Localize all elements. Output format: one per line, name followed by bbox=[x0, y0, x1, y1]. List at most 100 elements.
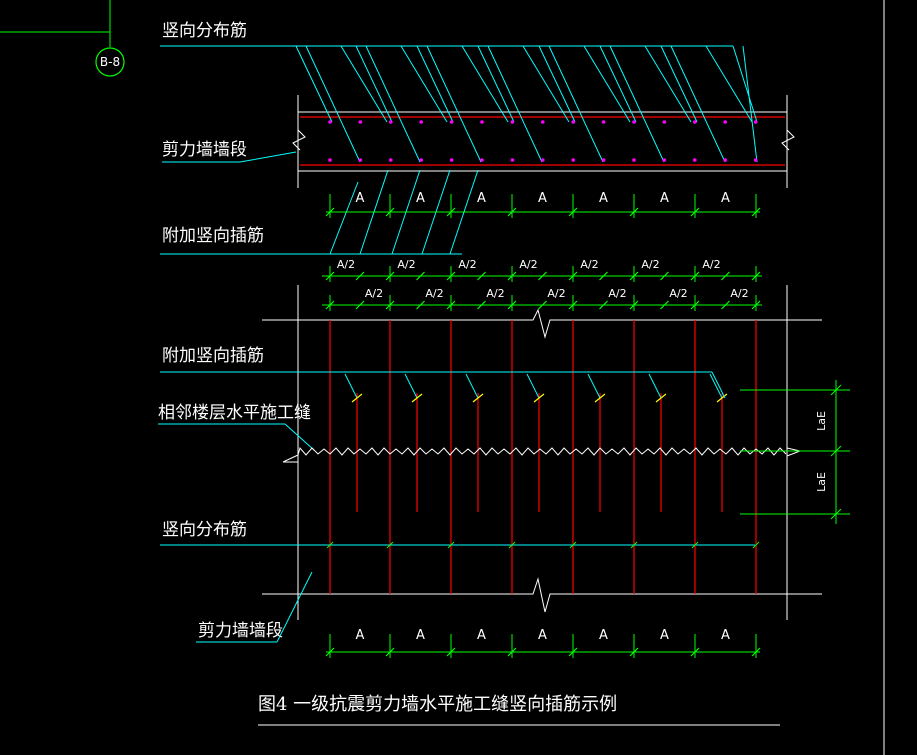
dim-tick bbox=[507, 300, 517, 310]
dim-tick bbox=[507, 207, 517, 217]
dim-laE-upper: LaE bbox=[815, 411, 828, 431]
label-additional-bar-top: 附加竖向插筋 bbox=[162, 226, 264, 246]
dim-tick bbox=[325, 271, 335, 281]
plan-leader bbox=[742, 45, 758, 163]
label-vertical-dist-bar-bottom: 竖向分布筋 bbox=[162, 520, 247, 540]
bar-dot bbox=[358, 120, 363, 124]
label-shear-wall-top: 剪力墙墙段 bbox=[162, 140, 247, 160]
dim-tick bbox=[416, 300, 425, 310]
plan-diagonal-leaders bbox=[295, 45, 758, 163]
tick bbox=[386, 541, 394, 549]
dim-tick bbox=[507, 271, 517, 281]
dim-tick bbox=[751, 647, 761, 657]
bar-dot bbox=[693, 158, 697, 162]
label-construction-joint: 相邻楼层水平施工缝 bbox=[158, 403, 311, 423]
dim-label-half: A/2 bbox=[458, 258, 476, 271]
dim-label-half: A/2 bbox=[669, 287, 687, 300]
dim-tick bbox=[751, 300, 761, 310]
plan-leader bbox=[295, 45, 333, 123]
dim-tick bbox=[385, 271, 395, 281]
bar-dot bbox=[753, 158, 758, 162]
bar-dot bbox=[541, 158, 545, 162]
hook-leader bbox=[344, 373, 358, 399]
dim-tick bbox=[325, 300, 335, 310]
dim-label: A bbox=[477, 628, 486, 643]
dim-label: A bbox=[721, 628, 730, 643]
plan-leader bbox=[340, 45, 388, 123]
label-additional-bar-bottom: 附加竖向插筋 bbox=[162, 346, 264, 366]
dim-tick bbox=[751, 271, 761, 281]
bar-dot bbox=[753, 120, 758, 124]
dim-label-half: A/2 bbox=[425, 287, 443, 300]
plan-leader bbox=[705, 45, 753, 123]
plan-leader bbox=[548, 45, 604, 163]
hook-leader bbox=[587, 373, 601, 399]
bar-dot bbox=[480, 120, 484, 124]
dim-label-half: A/2 bbox=[365, 287, 383, 300]
plan-leader bbox=[609, 45, 665, 163]
dim-tick bbox=[721, 300, 730, 310]
hook-tick bbox=[472, 393, 484, 403]
dim-label-half: A/2 bbox=[580, 258, 598, 271]
dim-label: A bbox=[599, 628, 608, 643]
dist-bar-ticks bbox=[326, 541, 760, 549]
dim-tick bbox=[568, 647, 578, 657]
dim-tick bbox=[629, 271, 639, 281]
dim-label-half: A/2 bbox=[486, 287, 504, 300]
dim-label-half: A/2 bbox=[702, 258, 720, 271]
plan-leader bbox=[400, 45, 448, 123]
dim-tick bbox=[690, 647, 700, 657]
hook-leader bbox=[526, 373, 540, 399]
plan-leader bbox=[660, 45, 698, 123]
bar-dot bbox=[571, 158, 575, 162]
construction-joint-line bbox=[297, 446, 787, 456]
plan-leader bbox=[599, 45, 637, 123]
label-shear-wall-bottom: 剪力墙墙段 bbox=[198, 621, 283, 641]
hook-tick bbox=[594, 393, 606, 403]
bar-dot bbox=[449, 158, 454, 162]
plan-leader bbox=[583, 45, 631, 123]
bar-dot bbox=[723, 120, 727, 124]
bar-dot bbox=[419, 120, 424, 124]
dim-label: A bbox=[660, 628, 669, 643]
dim-tick bbox=[385, 647, 395, 657]
bar-dot bbox=[389, 158, 393, 162]
dim-tick bbox=[446, 647, 456, 657]
plan-leader bbox=[305, 45, 361, 163]
bar-dot bbox=[601, 120, 606, 124]
dim-label-half: A/2 bbox=[547, 287, 565, 300]
dim-tick bbox=[385, 300, 395, 310]
plan-leader bbox=[365, 45, 421, 163]
dim-tick bbox=[660, 300, 669, 310]
bar-dot bbox=[571, 120, 575, 124]
plan-leader bbox=[461, 45, 509, 123]
dim-tick bbox=[599, 300, 608, 310]
hook-leader bbox=[404, 373, 418, 399]
dim-label-half: A/2 bbox=[397, 258, 415, 271]
dim-label-half: A/2 bbox=[641, 258, 659, 271]
axis-bubble-label: B-8 bbox=[100, 55, 120, 69]
bar-dot bbox=[358, 158, 363, 162]
dim-tick bbox=[690, 271, 700, 281]
dim-tick bbox=[446, 271, 456, 281]
dim-tick bbox=[568, 207, 578, 217]
tick bbox=[752, 541, 760, 549]
bar-dot bbox=[389, 120, 393, 124]
figure-caption: 图4 一级抗震剪力墙水平施工缝竖向插筋示例 bbox=[258, 694, 617, 715]
bar-dot bbox=[601, 158, 606, 162]
bar-dot bbox=[328, 120, 332, 124]
bar-dot bbox=[480, 158, 484, 162]
plan-leader bbox=[426, 45, 482, 163]
dim-label-half: A/2 bbox=[519, 258, 537, 271]
bar-dot bbox=[449, 120, 454, 124]
dim-tick bbox=[477, 271, 486, 281]
dim-label-half: A/2 bbox=[730, 287, 748, 300]
dim-tick bbox=[446, 300, 456, 310]
dim-tick bbox=[507, 647, 517, 657]
hook-tick bbox=[655, 393, 667, 403]
